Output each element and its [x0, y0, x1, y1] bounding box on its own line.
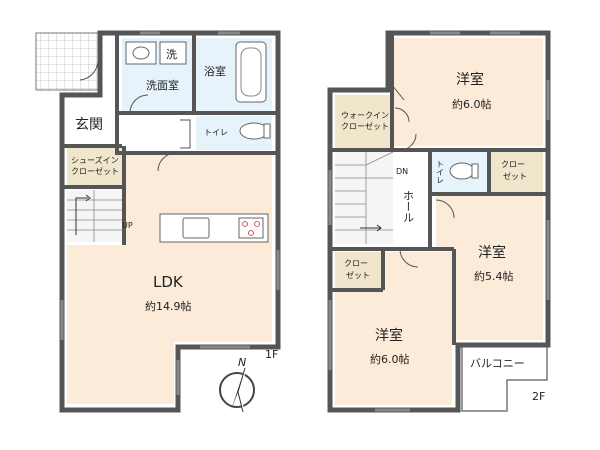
ldk-name: LDK: [153, 273, 184, 291]
kitchen-stove: [238, 217, 264, 239]
closet-left-floor: [335, 252, 381, 288]
floor-1: 洗 玄関 シューズイ: [35, 30, 281, 413]
bathtub-fixture: [235, 41, 267, 103]
stairs-1f: [67, 190, 122, 242]
room-top-size: 約6.0帖: [452, 97, 492, 111]
room-top-floor: [394, 38, 543, 146]
shoe-closet-label-line2: クローゼット: [71, 166, 119, 176]
sink-fixture: [125, 41, 157, 65]
hall-floor: [395, 152, 432, 244]
floor2-label: 2F: [532, 390, 545, 403]
washer-fixture: [159, 41, 187, 65]
closet-right-line2: ゼット: [503, 171, 527, 181]
room-mid-name: 洋室: [478, 244, 506, 261]
shoe-closet-floor: [67, 148, 122, 185]
floor-2: 洋室 約6.0帖 ウォークイン クローゼット DN ホール トイレ クロー ゼッ…: [327, 30, 551, 413]
terrace-1f: [35, 32, 103, 91]
closet-right-line1: クロー: [501, 160, 525, 169]
room-top-name: 洋室: [456, 71, 484, 88]
room-bottom-size: 約6.0帖: [370, 352, 410, 366]
compass: N: [219, 356, 255, 413]
compass-north-label: N: [238, 356, 246, 369]
closet-right-floor: [491, 152, 543, 192]
toilet-2f-label: トイレ: [436, 160, 445, 184]
washer-label: 洗: [166, 48, 177, 61]
closet-left-line1: クロー: [344, 259, 368, 268]
stairs-down-label: DN: [396, 167, 408, 176]
closet-left-line2: ゼット: [346, 270, 370, 280]
shoe-closet-label-line1: シューズイン: [71, 155, 119, 165]
washroom-label: 洗面室: [146, 78, 179, 92]
entrance-label: 玄関: [75, 116, 103, 133]
entrance-floor: [67, 102, 117, 144]
room-mid-size: 約5.4帖: [474, 269, 514, 283]
bathroom-label: 浴室: [204, 64, 226, 78]
room-mid-floor: [436, 196, 543, 340]
kitchen-sink: [182, 217, 210, 239]
floor1-label: 1F: [265, 348, 278, 361]
compass-icon: [219, 372, 255, 408]
balcony-label: バルコニー: [470, 357, 525, 370]
stairs-2f: [335, 152, 393, 244]
toilet-1f-label: トイレ: [204, 128, 228, 137]
walkin-closet-line2: クローゼット: [341, 121, 389, 131]
walkin-closet-line1: ウォークイン: [341, 111, 389, 120]
room-bottom-name: 洋室: [375, 327, 403, 344]
walkin-closet-floor: [335, 95, 391, 148]
ldk-size: 約14.9帖: [145, 299, 192, 313]
stairs-up-label: UP: [122, 221, 133, 230]
toilet-2f-fixture: [449, 162, 475, 180]
hall-label: ホール: [402, 190, 415, 223]
